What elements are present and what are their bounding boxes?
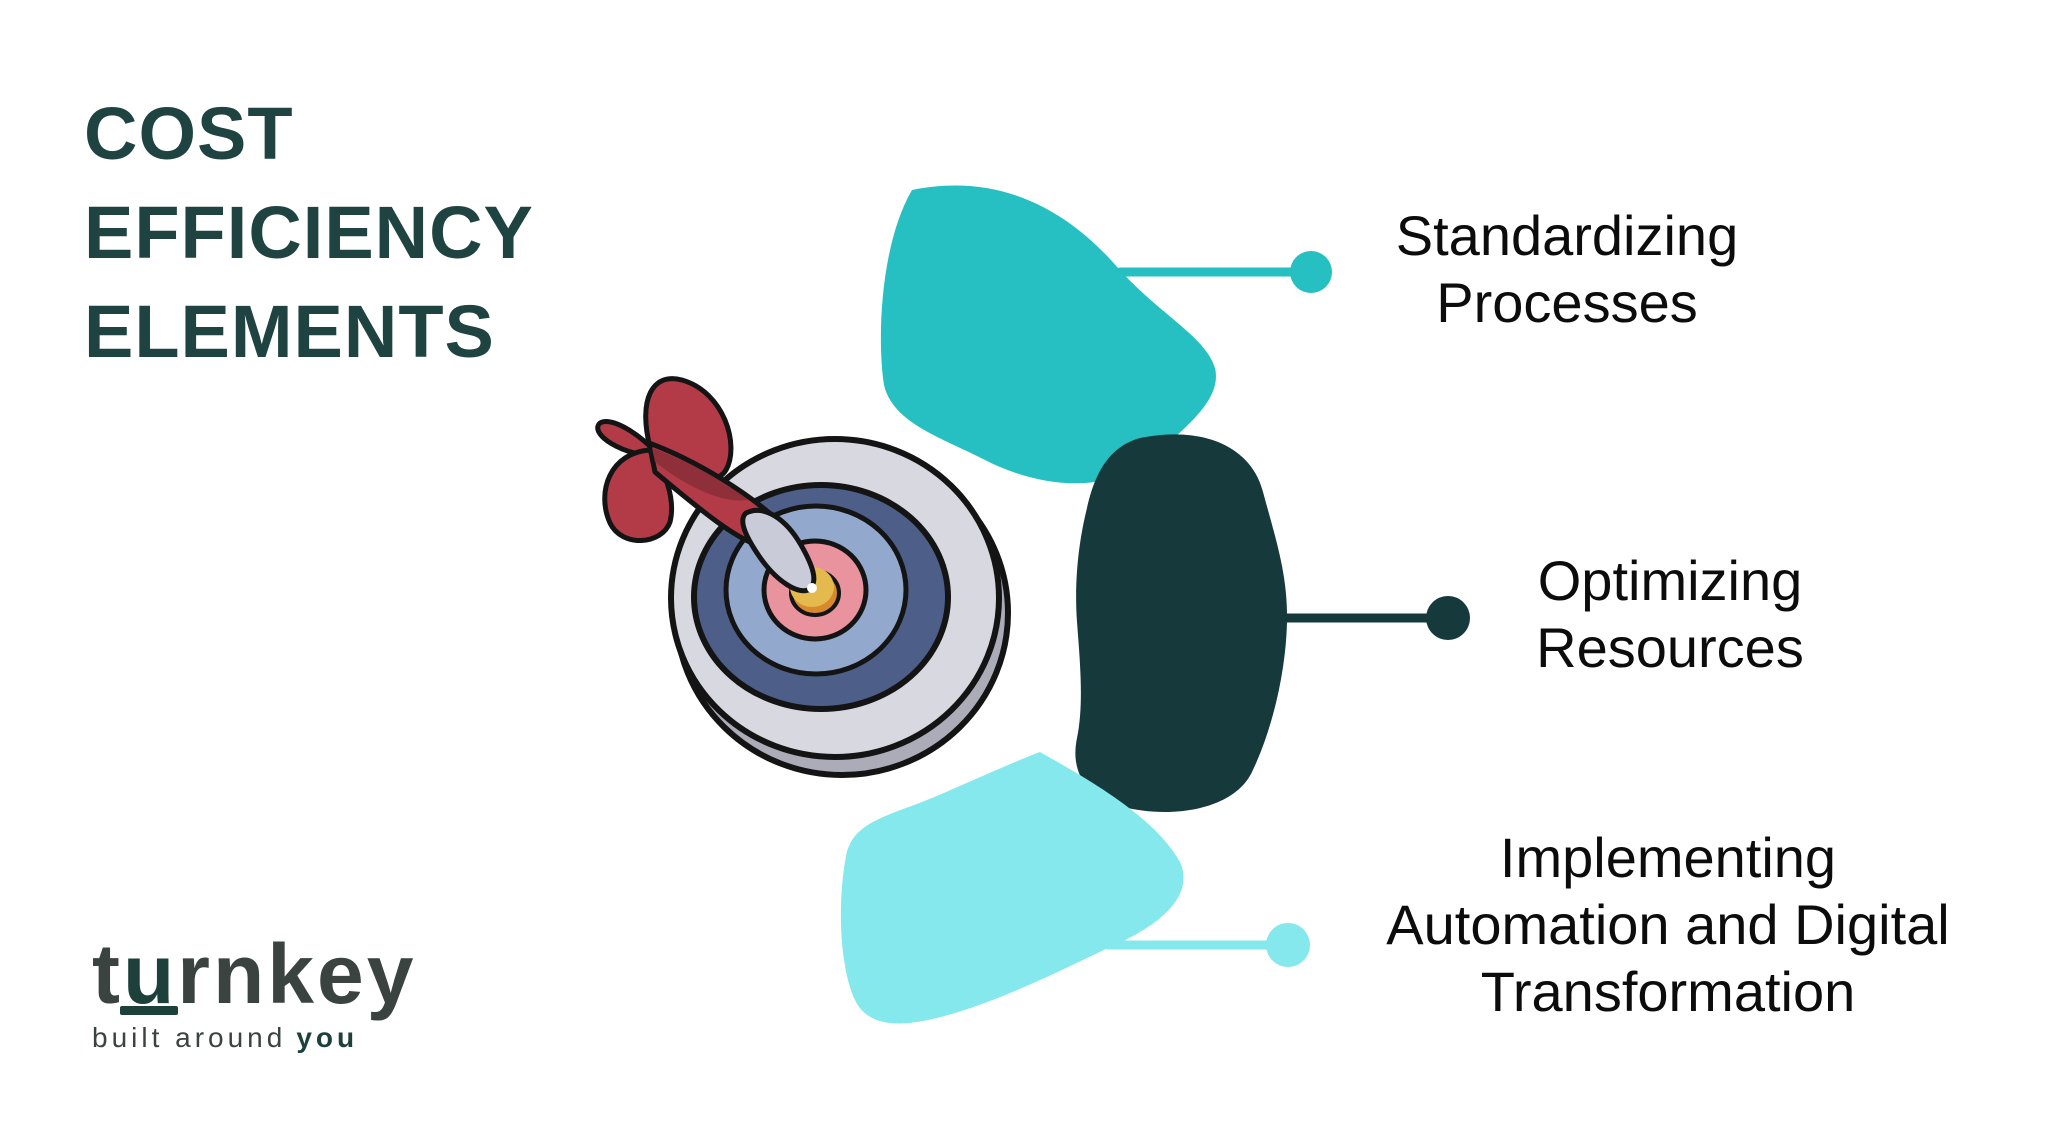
item-label-standardizing-processes: Standardizing Processes — [1317, 202, 1817, 336]
label-line: Resources — [1536, 616, 1804, 680]
dartboard-illustration — [595, 376, 1011, 778]
title-line: COST — [84, 92, 294, 175]
item-label-implementing-automation: Implementing Automation and Digital Tran… — [1348, 824, 1988, 1026]
label-line: Processes — [1436, 271, 1698, 335]
connector-standardizing — [1115, 251, 1332, 293]
title-line: ELEMENTS — [84, 290, 495, 374]
logo-wordmark: turnkey — [92, 932, 512, 1016]
dart-impact-highlight — [807, 583, 817, 593]
label-line: Optimizing — [1537, 549, 1803, 612]
turnkey-logo: turnkey built around you — [92, 932, 512, 1054]
page-title: COST EFFICIENCY ELEMENTS — [84, 84, 534, 381]
item-label-optimizing-resources: Optimizing Resources — [1420, 547, 1920, 681]
label-line: Transformation — [1480, 960, 1856, 1024]
dart — [595, 376, 817, 594]
tagline-prefix: built around — [92, 1022, 287, 1053]
blob-standardizing — [880, 185, 1216, 484]
connector-implementing — [1103, 923, 1310, 967]
label-line: Implementing — [1499, 826, 1837, 889]
logo-part-u-underlined: u — [119, 927, 179, 1021]
label-line: Standardizing — [1395, 204, 1739, 267]
connector-dot — [1290, 251, 1332, 293]
tagline-emphasis: you — [296, 1022, 359, 1053]
connector-dot — [1266, 923, 1310, 967]
title-line: EFFICIENCY — [84, 191, 534, 275]
logo-tagline: built around you — [92, 1022, 512, 1054]
label-line: Automation and Digital — [1386, 893, 1950, 957]
connector-optimizing — [1278, 596, 1470, 640]
blob-implementing — [840, 752, 1184, 1024]
logo-part-rnkey: rnkey — [177, 927, 417, 1021]
connector-dot — [1426, 596, 1470, 640]
dart-shaft-shadow — [652, 448, 748, 501]
logo-part-t: t — [92, 927, 123, 1021]
blob-optimizing — [1075, 434, 1288, 813]
